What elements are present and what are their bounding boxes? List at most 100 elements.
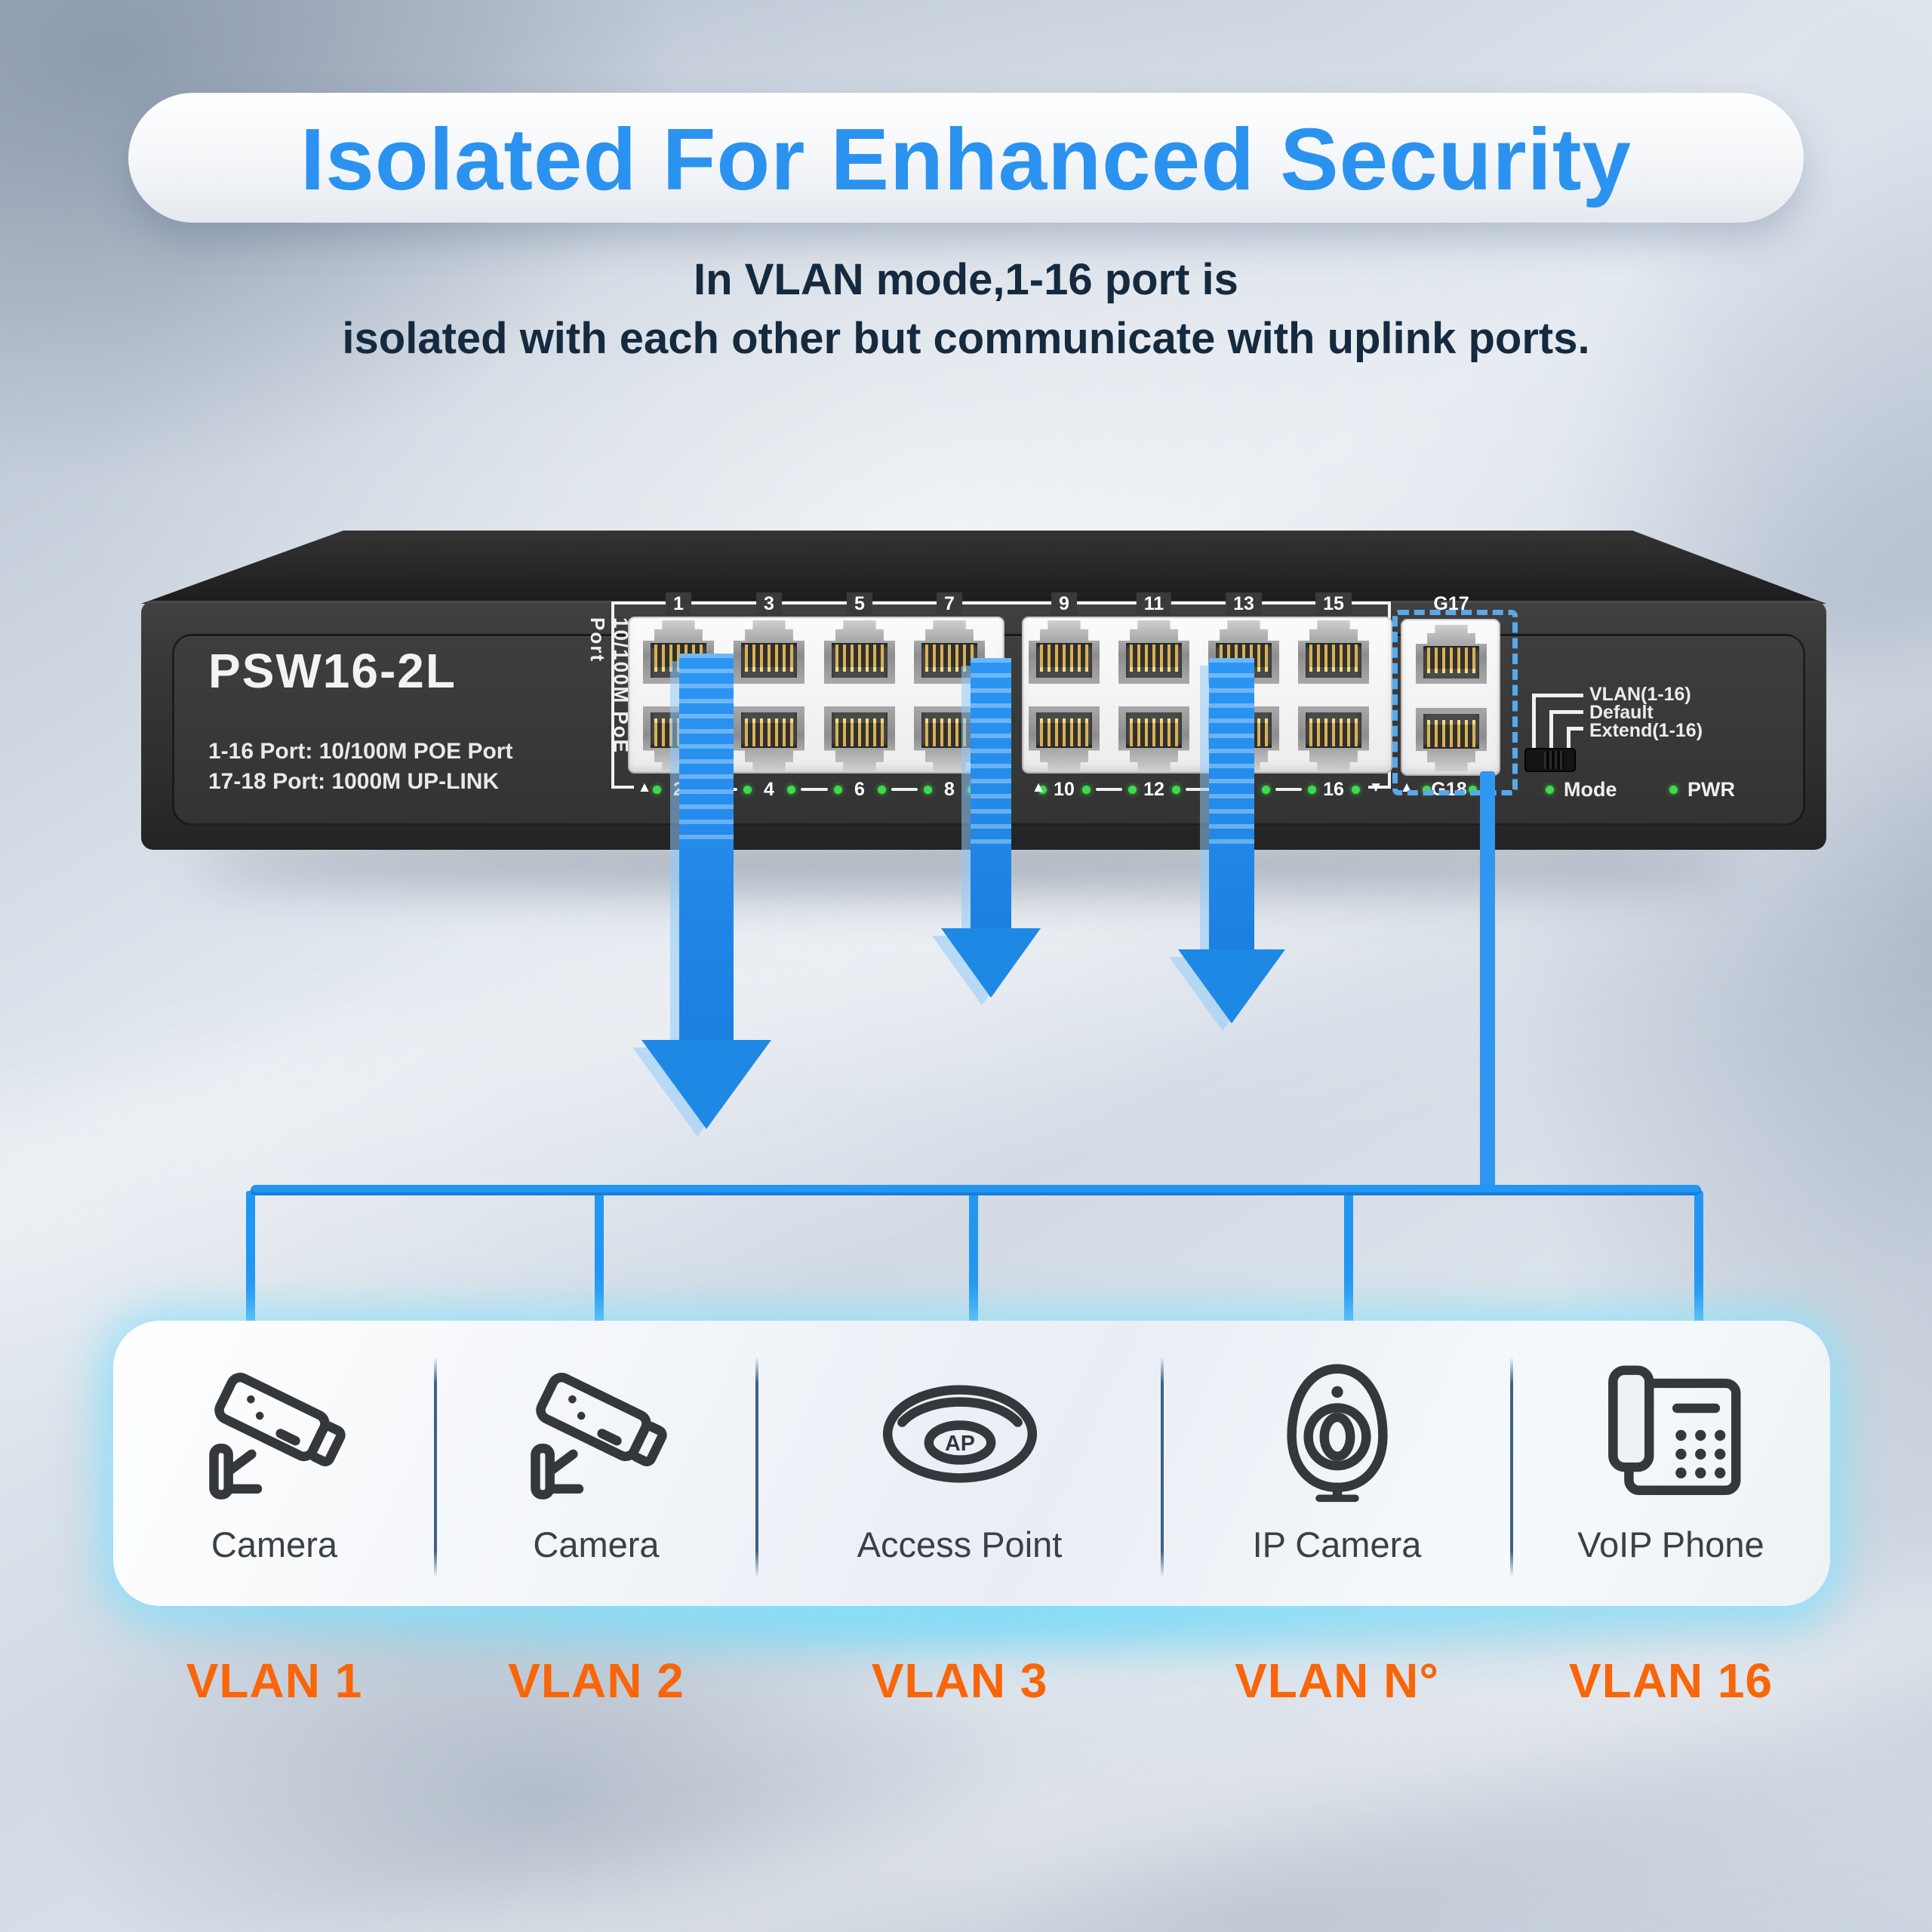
port-pin-tips <box>835 667 884 672</box>
vlan-label: VLAN N° <box>1235 1654 1439 1708</box>
mode-slide-knob[interactable] <box>1544 751 1564 769</box>
port-led <box>653 786 661 794</box>
port-led <box>1469 786 1477 794</box>
switch-spec-text: 1-16 Port: 10/100M POE Port 17-18 Port: … <box>208 737 512 797</box>
device-label: Access Point <box>857 1524 1063 1564</box>
port-number-label: 15 <box>1315 592 1352 615</box>
device-link-line <box>969 1191 978 1325</box>
device-label: Camera <box>533 1524 660 1564</box>
access-point-icon: AP <box>757 1355 1162 1512</box>
port-pins <box>1309 723 1358 747</box>
voip-phone-icon <box>1512 1355 1830 1512</box>
port-pins <box>1040 723 1088 747</box>
port-pins <box>1040 644 1088 668</box>
arrow-head <box>641 1040 771 1129</box>
port-number-label: 7 <box>937 592 962 615</box>
rj45-port-icon <box>1298 706 1369 771</box>
title-banner: Isolated For Enhanced Security <box>128 93 1804 223</box>
device-link-line <box>1694 1191 1703 1325</box>
cctv-camera-icon <box>113 1355 435 1512</box>
device-cell: Camera <box>435 1349 757 1576</box>
port-pins <box>1427 647 1475 669</box>
arrow-body <box>971 658 1011 931</box>
port-led <box>924 786 932 794</box>
device-label: IP Camera <box>1252 1524 1422 1564</box>
arrow-body <box>679 654 734 1043</box>
rj45-port-icon <box>1416 625 1487 684</box>
port-pin-tips <box>1309 667 1358 672</box>
device-link-line <box>246 1191 255 1325</box>
port-pins <box>1130 644 1178 668</box>
port-dash-line <box>801 788 828 791</box>
rj45-port-icon <box>824 706 895 771</box>
arrow-head <box>1178 949 1285 1023</box>
device-link-line <box>595 1191 604 1325</box>
port-pins <box>1130 723 1178 747</box>
port-number-label: 16 <box>1323 779 1344 800</box>
device-divider <box>1510 1357 1513 1577</box>
device-divider <box>755 1357 758 1577</box>
subtitle-line1: In VLAN mode,1-16 port is <box>694 255 1238 304</box>
port-dash-line <box>1096 788 1122 791</box>
port-number-label: 10 <box>1054 779 1075 800</box>
mode-led-label: Mode <box>1564 778 1617 801</box>
device-cell: AP Access Point <box>757 1349 1162 1576</box>
port-number-label: 12 <box>1143 779 1164 800</box>
port-number-label: 13 <box>1226 592 1262 615</box>
port-pin-tips <box>1309 718 1358 724</box>
port-pins <box>1309 644 1358 668</box>
vlan-label: VLAN 3 <box>871 1654 1048 1708</box>
port-led <box>1082 786 1091 794</box>
rj45-port-icon <box>824 620 895 684</box>
port-bracket-right-foot <box>1368 786 1391 789</box>
arrow-stripes <box>679 654 734 845</box>
device-label: VoIP Phone <box>1577 1524 1764 1564</box>
port-led <box>1308 786 1316 794</box>
vlan-label: VLAN 1 <box>186 1654 363 1708</box>
port-number-label: 9 <box>1051 592 1077 615</box>
port-pins <box>745 644 793 668</box>
rj45-port-icon <box>734 706 804 771</box>
port-dash-line <box>1275 788 1302 791</box>
port-number-label: 11 <box>1136 592 1172 615</box>
port-led <box>1128 786 1137 794</box>
port-pins <box>925 644 974 668</box>
port-bracket-left <box>611 601 614 789</box>
port-pin-tips <box>925 667 974 672</box>
down-triangle-icon: ▼ <box>1368 780 1383 795</box>
switch-model-label: PSW16-2L <box>208 644 457 698</box>
device-cell: IP Camera <box>1162 1349 1512 1576</box>
uplink-feed-line <box>1480 771 1495 1195</box>
bus-line <box>251 1185 1701 1195</box>
device-cell: Camera <box>113 1349 435 1576</box>
up-triangle-icon: ▲ <box>1031 780 1046 795</box>
switch-top-face <box>141 531 1826 604</box>
port-led <box>787 786 795 794</box>
arrow-body <box>1209 658 1254 952</box>
mode-option-extend: Extend(1-16) <box>1589 720 1703 741</box>
mode-line-2v <box>1549 710 1553 751</box>
ip-camera-icon <box>1162 1355 1512 1512</box>
arrow-head <box>941 928 1041 998</box>
vlan-label: VLAN 16 <box>1568 1654 1774 1708</box>
port-led <box>1423 786 1431 794</box>
port-led <box>834 786 842 794</box>
port-bracket-top-line <box>611 601 1391 605</box>
spec-line1: 1-16 Port: 10/100M POE Port <box>208 739 513 764</box>
poe-port-side-label: 10/100M PoE Port <box>586 617 632 754</box>
rj45-port-icon <box>914 620 985 684</box>
mode-option-default: Default <box>1589 702 1654 723</box>
mode-line-3v <box>1567 727 1571 751</box>
port-pins <box>835 723 884 747</box>
port-led <box>878 786 886 794</box>
port-led <box>1352 786 1360 794</box>
port-pin-tips <box>1427 668 1475 673</box>
port-pin-tips <box>1130 667 1178 672</box>
port-pin-tips <box>1040 718 1088 724</box>
port-bracket-left-foot <box>611 786 634 789</box>
port-led <box>1038 786 1047 794</box>
port-led <box>1172 786 1180 794</box>
mode-led <box>1546 786 1554 794</box>
port-pin-tips <box>1040 667 1088 672</box>
rj45-port-icon <box>734 620 804 684</box>
